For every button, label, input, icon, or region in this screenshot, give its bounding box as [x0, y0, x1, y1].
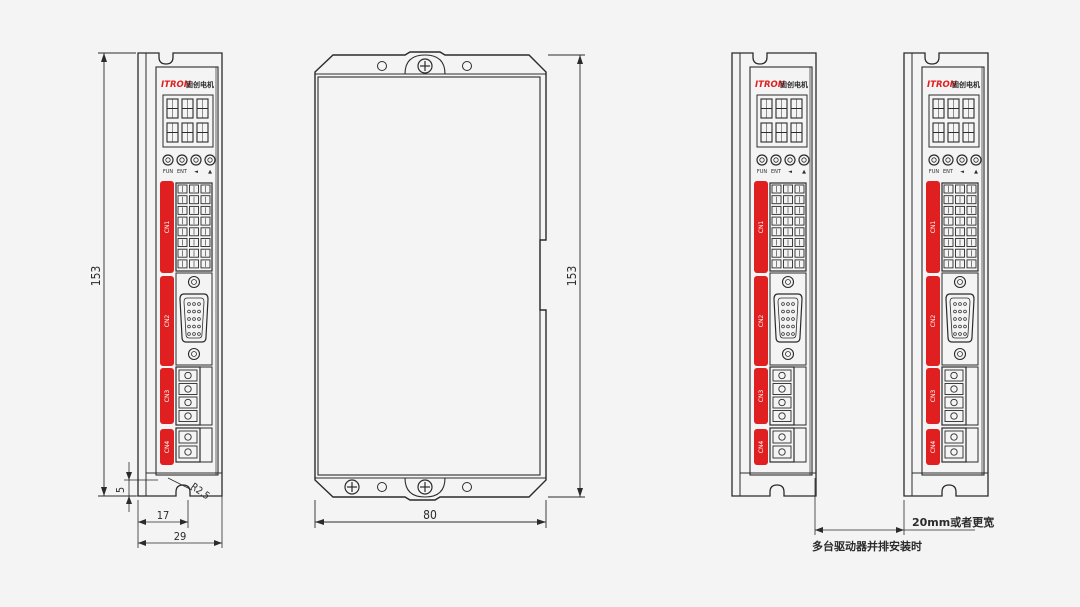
panel-button[interactable] [942, 154, 954, 166]
port-label-strip [754, 429, 768, 465]
dimension-width-side: 80 [314, 500, 547, 528]
dimension-label: 153 [565, 266, 579, 287]
housing-outline [731, 52, 817, 497]
port-label-strip [926, 429, 940, 465]
side-view [314, 51, 547, 501]
cn3-terminal [175, 366, 213, 426]
cn2-dsub-connector [769, 272, 807, 366]
cn2-dsub-connector [941, 272, 979, 366]
panel-button[interactable] [928, 154, 940, 166]
port-label: CN2 [164, 315, 171, 328]
button-label: ◄ [960, 169, 964, 175]
housing-outline [903, 52, 989, 497]
dimension-label: 5 [114, 487, 127, 493]
screw-icon [417, 479, 433, 495]
dimension-height-side: 153 [548, 54, 585, 498]
button-label: ENT [177, 169, 188, 175]
dimension-label: 153 [89, 266, 103, 287]
led-display [756, 94, 808, 148]
button-label: ENT [771, 169, 782, 175]
brand-logo: ITRON [755, 80, 785, 90]
dimension-depth-front: 17 29 [137, 470, 223, 548]
port-label-strip [926, 181, 940, 273]
port-label: CN1 [930, 221, 937, 234]
button-label: FUN [757, 169, 768, 175]
brand-cn: 固创电机 [952, 80, 980, 89]
button-label: FUN [163, 169, 174, 175]
panel-button[interactable] [970, 154, 982, 166]
port-label-strip [754, 276, 768, 366]
cn1-terminal-block [941, 182, 979, 272]
port-label-strip [160, 429, 174, 465]
dimension-label: R2.5 [188, 481, 211, 502]
cn2-dsub-connector [175, 272, 213, 366]
button-label: ◄ [788, 169, 792, 175]
brand-logo: ITRON [927, 80, 957, 90]
port-label-strip [754, 181, 768, 273]
cn1-terminal-block [769, 182, 807, 272]
port-label: CN2 [930, 315, 937, 328]
panel-button[interactable] [162, 154, 174, 166]
dimension-label: 29 [174, 530, 187, 543]
led-display [928, 94, 980, 148]
port-label: CN4 [758, 441, 765, 454]
spacing-note: 20mm或者更宽 [912, 515, 994, 529]
panel-button[interactable] [204, 154, 216, 166]
dimension-mount-hole: 5 [114, 462, 158, 512]
port-label-strip [926, 368, 940, 424]
cn3-terminal [941, 366, 979, 426]
panel-button[interactable] [784, 154, 796, 166]
port-label: CN3 [930, 390, 937, 403]
panel-button[interactable] [956, 154, 968, 166]
port-label-strip [160, 276, 174, 366]
dimension-label: 17 [157, 509, 170, 522]
cn4-power-terminal [175, 427, 213, 463]
panel-button[interactable] [190, 154, 202, 166]
panel-button[interactable] [770, 154, 782, 166]
cn3-terminal [769, 366, 807, 426]
port-label-strip [160, 181, 174, 273]
port-label-strip [160, 368, 174, 424]
port-label: CN4 [930, 441, 937, 454]
dimension-label: 80 [423, 508, 437, 522]
button-label: ◄ [194, 169, 198, 175]
dimension-slot-radius: R2.5 [167, 477, 211, 502]
multi-mount-note: 多台驱动器并排安装时 [812, 539, 922, 553]
button-label: FUN [929, 169, 940, 175]
port-label: CN1 [164, 221, 171, 234]
port-label: CN3 [758, 390, 765, 403]
panel-button[interactable] [176, 154, 188, 166]
port-label-strip [926, 276, 940, 366]
brand-cn: 固创电机 [780, 80, 808, 89]
button-label: ▲ [802, 169, 806, 175]
led-display [162, 94, 214, 148]
port-label-strip [754, 368, 768, 424]
button-label: ▲ [208, 169, 212, 175]
button-label: ENT [943, 169, 954, 175]
cn1-terminal-block [175, 182, 213, 272]
cn4-power-terminal [769, 427, 807, 463]
panel-button[interactable] [798, 154, 810, 166]
port-label: CN1 [758, 221, 765, 234]
screw-icon [344, 479, 360, 495]
panel-button[interactable] [756, 154, 768, 166]
screw-icon [417, 58, 433, 74]
dimension-height-front: 153 [89, 52, 136, 497]
spacing-annotation: 20mm或者更宽 多台驱动器并排安装时 [812, 478, 994, 553]
port-label: CN3 [164, 390, 171, 403]
brand-logo: ITRON [161, 80, 191, 90]
brand-cn: 固创电机 [186, 80, 214, 89]
port-label: CN4 [164, 441, 171, 454]
cn4-power-terminal [941, 427, 979, 463]
button-label: ▲ [974, 169, 978, 175]
port-label: CN2 [758, 315, 765, 328]
